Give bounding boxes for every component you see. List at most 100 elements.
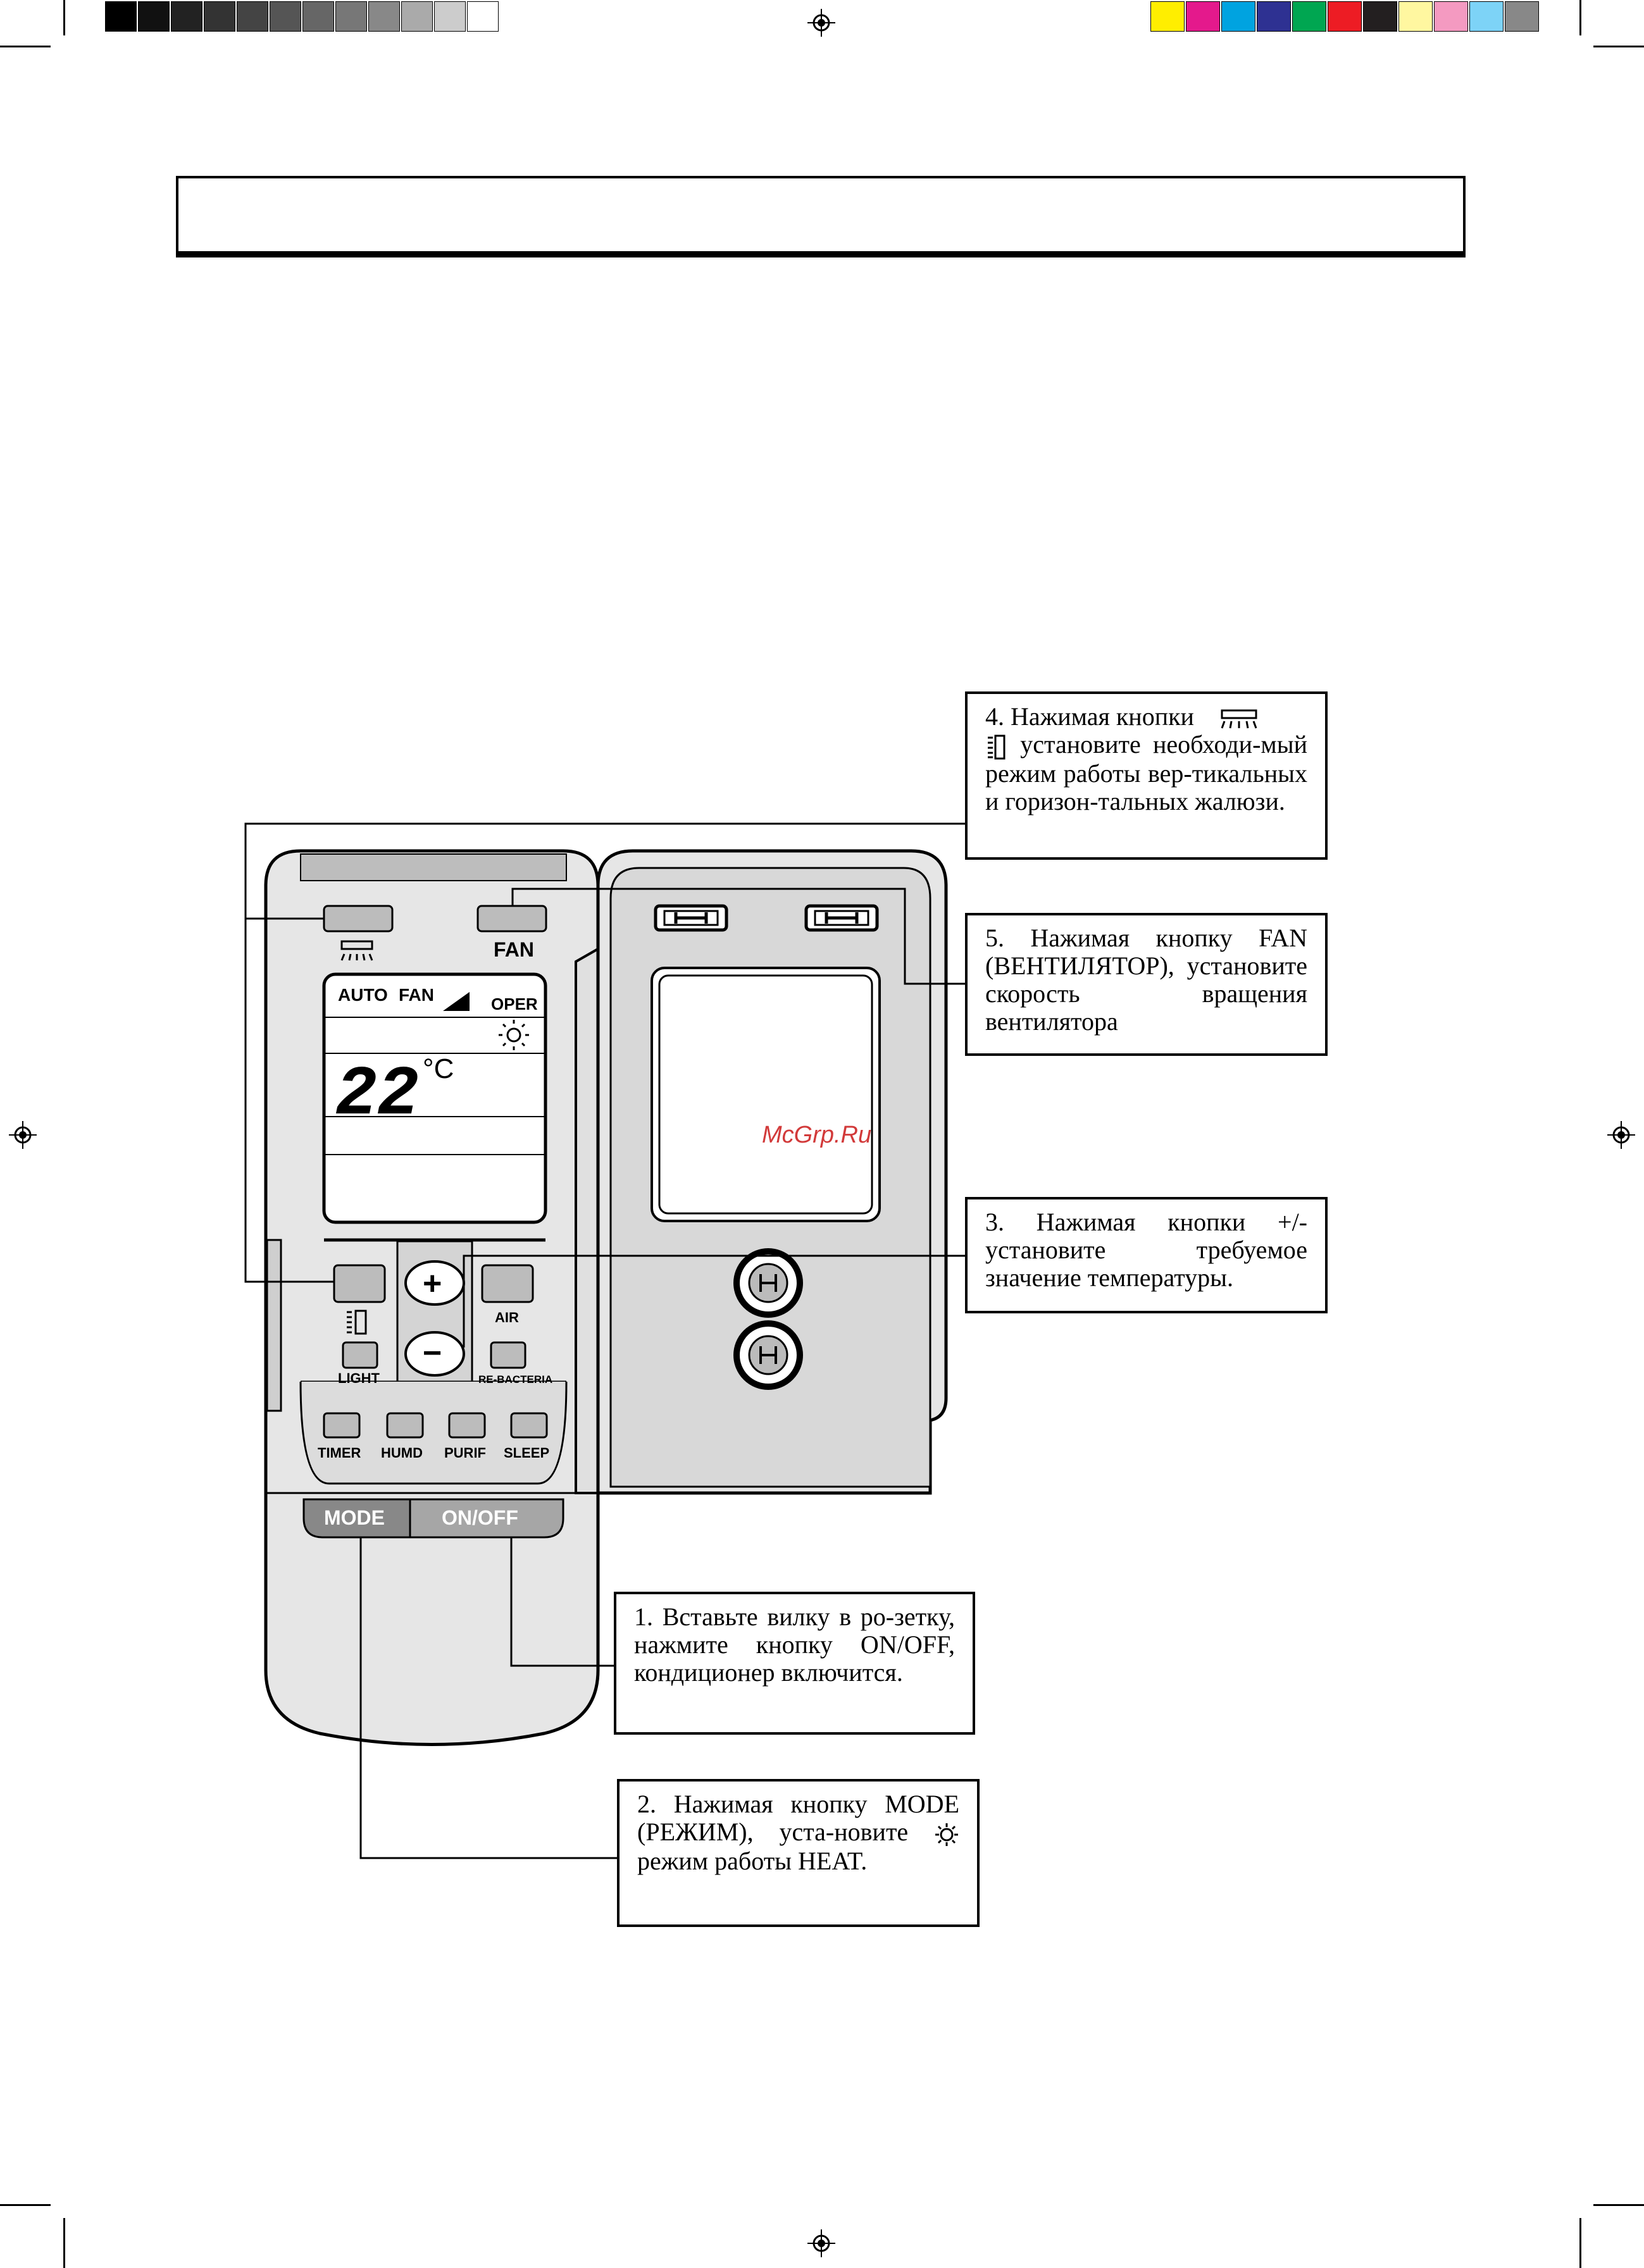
watermark: McGrp.Ru: [762, 1122, 871, 1148]
rebacteria-button: [490, 1341, 526, 1369]
crop-mark: [1579, 2218, 1581, 2268]
gray-swatch: [237, 1, 268, 32]
leader-callout-3: [463, 1255, 965, 1348]
air-label: AIR: [495, 1310, 519, 1325]
leader-callout-4b: [244, 919, 334, 1283]
swing-horizontal-button: [323, 905, 394, 933]
lid-hook-left: [654, 904, 728, 932]
plus-label: +: [423, 1265, 442, 1302]
callout-4-swing: 4. Нажимая кнопки установите необходи-мы…: [965, 691, 1328, 860]
section-header-rule: [176, 251, 1466, 257]
swing-horizontal-icon: [340, 940, 373, 961]
color-swatch: [1328, 1, 1362, 32]
leader-callout-5: [511, 888, 965, 985]
heat-mode-icon: [935, 1823, 958, 1846]
mode-button: [302, 1498, 411, 1539]
gray-swatch: [171, 1, 202, 32]
remote-lid-hinge: [575, 946, 599, 1494]
fan-speed-icon: [443, 992, 470, 1011]
lcd-oper-label: OPER: [491, 995, 538, 1013]
swing-vertical-icon: [347, 1310, 367, 1335]
temperature-down-button: [404, 1331, 465, 1377]
gray-swatch: [302, 1, 334, 32]
gray-swatch: [368, 1, 400, 32]
gray-swatch: [467, 1, 499, 32]
onoff-button: [409, 1498, 564, 1539]
timer-label: TIMER: [318, 1445, 361, 1461]
crop-mark: [0, 2204, 51, 2206]
purif-button: [448, 1412, 486, 1439]
ir-window: [300, 853, 567, 881]
rebacteria-label: RE-BACTERIA: [478, 1373, 552, 1385]
leader-callout-4: [244, 822, 965, 920]
color-swatch: [1469, 1, 1504, 32]
color-swatch: [1221, 1, 1255, 32]
humd-button: [386, 1412, 424, 1439]
registration-mark-left: [9, 1121, 37, 1149]
swing-vertical-icon: [988, 734, 1006, 760]
callout-1-text: 1. Вставьте вилку в ро-зетку, нажмите кн…: [634, 1602, 955, 1687]
color-swatch: [1257, 1, 1291, 32]
leader-lines: [244, 822, 965, 1859]
purif-label: PURIF: [444, 1445, 486, 1461]
sleep-label: SLEEP: [504, 1445, 549, 1461]
swing-horizontal-icon: [1221, 709, 1257, 729]
color-swatch: [1186, 1, 1220, 32]
gray-swatch: [204, 1, 235, 32]
lcd-temperature: 22: [335, 1056, 419, 1135]
lcd-auto-label: AUTO: [338, 985, 388, 1005]
leader-callout-1: [510, 1537, 614, 1667]
sleep-button: [510, 1412, 548, 1439]
light-button: [342, 1341, 378, 1369]
callout-3-text: 3. Нажимая кнопки +/- установите требуем…: [985, 1208, 1307, 1292]
crop-mark: [1593, 2204, 1644, 2206]
color-swatch: [1398, 1, 1433, 32]
lcd-display: [322, 972, 547, 1224]
gray-swatch: [105, 1, 137, 32]
remote-side-strip: [266, 1239, 282, 1412]
gray-swatch: [270, 1, 301, 32]
onoff-label: ON/OFF: [442, 1506, 518, 1529]
fan-button: [476, 905, 547, 933]
mode-label: MODE: [324, 1506, 385, 1529]
leader-callout-2: [359, 1537, 617, 1859]
lid-hook-right: [804, 904, 879, 932]
air-button: [481, 1264, 534, 1303]
light-label: LIGHT: [338, 1370, 380, 1386]
callout-3-temperature: 3. Нажимая кнопки +/- установите требуем…: [965, 1197, 1328, 1313]
gray-swatch: [401, 1, 433, 32]
gray-swatch: [335, 1, 367, 32]
callout-4-text-b: установите необходи-мый режим работы вер…: [985, 730, 1307, 815]
registration-mark-bottom: [807, 2229, 835, 2257]
crop-mark: [1579, 0, 1581, 35]
lcd-fan-label: FAN: [399, 985, 434, 1005]
callout-5-text: 5. Нажимая кнопку FAN (ВЕНТИЛЯТОР), уста…: [985, 924, 1307, 1036]
crop-mark: [63, 0, 65, 35]
lid-round-hook-lower: [733, 1320, 803, 1390]
color-swatch: [1434, 1, 1468, 32]
heat-mode-icon: [499, 1020, 529, 1050]
crop-mark: [1593, 46, 1644, 47]
callout-4-text-a: 4. Нажимая кнопки: [985, 702, 1194, 731]
timer-button: [323, 1412, 361, 1439]
registration-mark-right: [1607, 1121, 1635, 1149]
swing-vertical-button: [333, 1264, 386, 1303]
callout-2-text-b: режим работы HEAT.: [637, 1846, 868, 1875]
crop-mark: [0, 46, 51, 47]
lid-round-hook-upper: [733, 1248, 803, 1318]
registration-mark-top: [807, 9, 835, 37]
callout-2-mode: 2. Нажимая кнопку MODE (РЕЖИМ), уста-нов…: [617, 1779, 980, 1927]
fan-label: FAN: [494, 938, 534, 961]
gray-swatch: [138, 1, 170, 32]
crop-mark: [63, 2218, 65, 2268]
color-swatch: [1505, 1, 1539, 32]
callout-2-text-a: 2. Нажимая кнопку MODE (РЕЖИМ), уста-нов…: [637, 1790, 959, 1846]
color-swatch: [1363, 1, 1397, 32]
gray-swatch: [434, 1, 466, 32]
lcd-unit: °C: [423, 1053, 454, 1084]
callout-5-fan: 5. Нажимая кнопку FAN (ВЕНТИЛЯТОР), уста…: [965, 913, 1328, 1056]
color-swatch: [1292, 1, 1326, 32]
callout-1-power: 1. Вставьте вилку в ро-зетку, нажмите кн…: [614, 1592, 975, 1735]
color-swatch: [1150, 1, 1185, 32]
